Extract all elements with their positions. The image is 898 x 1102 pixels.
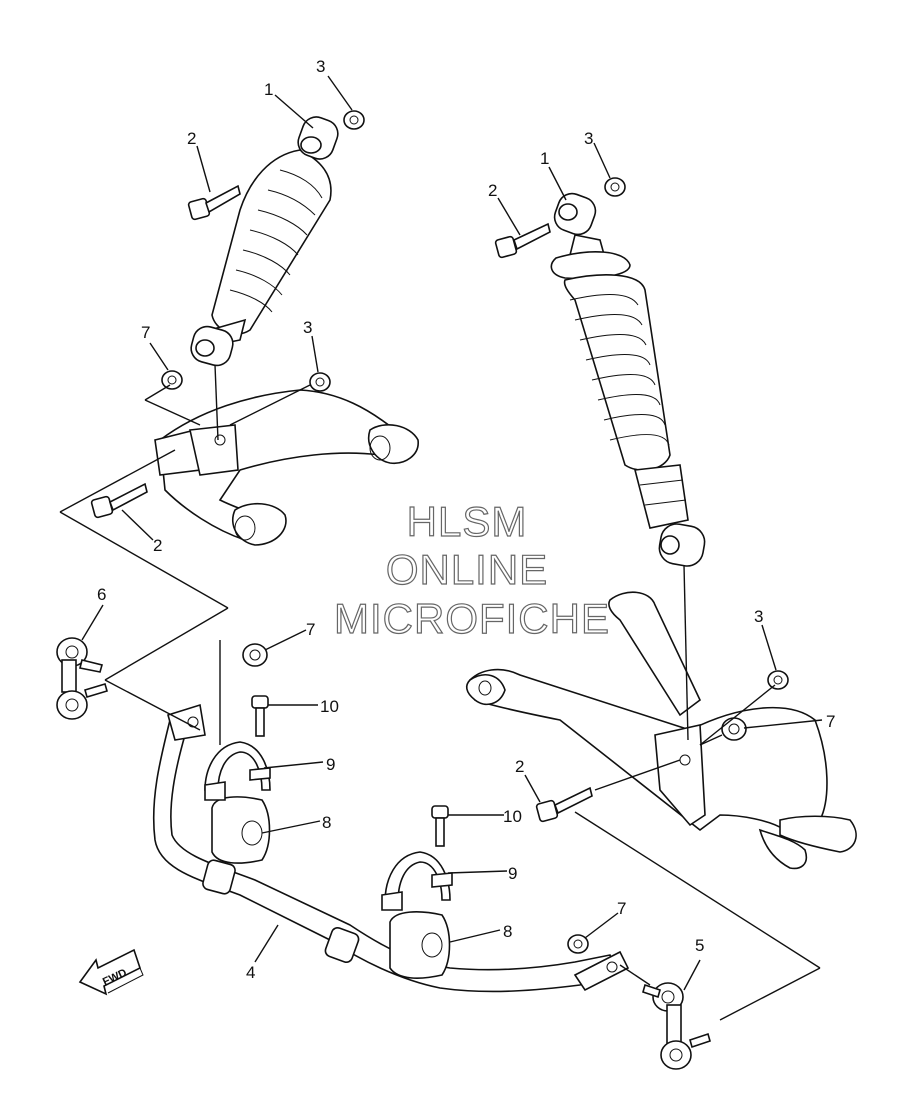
stabilizer-link-left xyxy=(56,637,108,720)
right-shock-upper-nut xyxy=(604,177,626,197)
stabilizer-link-right xyxy=(642,982,711,1070)
left-shock-upper-bolt xyxy=(187,184,241,221)
watermark-line-2: ONLINE xyxy=(386,546,548,593)
stabilizer-nut-right xyxy=(567,934,589,954)
bracket-bolt-right xyxy=(431,805,449,847)
right-arm-nut-3 xyxy=(767,670,789,690)
leader-lines xyxy=(81,75,823,991)
callout-5: 5 xyxy=(695,936,704,955)
callout-10: 10 xyxy=(503,807,522,826)
callout-4: 4 xyxy=(246,963,255,982)
callout-10: 10 xyxy=(320,697,339,716)
callout-6: 6 xyxy=(97,585,106,604)
bracket-left xyxy=(204,741,271,801)
callout-2: 2 xyxy=(153,536,162,555)
callout-8: 8 xyxy=(503,922,512,941)
right-upper-a-arm xyxy=(465,591,857,870)
callout-3: 3 xyxy=(303,318,312,337)
callout-2: 2 xyxy=(488,181,497,200)
right-shock-absorber xyxy=(550,192,706,567)
left-upper-a-arm xyxy=(154,389,419,546)
watermark-line-1: HLSM xyxy=(407,498,528,545)
left-arm-nut-3 xyxy=(309,372,331,392)
stabilizer-nut-left xyxy=(242,643,268,667)
callout-2: 2 xyxy=(187,129,196,148)
right-arm-bolt xyxy=(535,786,593,823)
callout-3: 3 xyxy=(316,57,325,76)
callout-7: 7 xyxy=(141,323,150,342)
left-shock-upper-nut xyxy=(343,110,365,130)
left-arm-nut-7 xyxy=(161,370,183,390)
bracket-bolt-left xyxy=(251,695,269,737)
callout-7: 7 xyxy=(617,899,626,918)
bracket-right xyxy=(381,851,453,911)
right-shock-upper-bolt xyxy=(494,222,551,259)
callout-7: 7 xyxy=(826,712,835,731)
left-shock-absorber xyxy=(190,116,339,367)
callout-2: 2 xyxy=(515,757,524,776)
callout-3: 3 xyxy=(584,129,593,148)
right-arm-nut-7 xyxy=(721,717,747,741)
callout-9: 9 xyxy=(508,864,517,883)
bushing-right xyxy=(389,911,451,979)
fwd-arrow-icon: FWD xyxy=(78,948,144,996)
callout-3: 3 xyxy=(754,607,763,626)
watermark: HLSM ONLINE MICROFICHE xyxy=(333,497,610,642)
callout-7: 7 xyxy=(306,620,315,639)
left-arm-bolt xyxy=(90,482,148,519)
watermark-line-3: MICROFICHE xyxy=(334,595,610,642)
bushing-left xyxy=(211,796,271,864)
callout-8: 8 xyxy=(322,813,331,832)
callout-9: 9 xyxy=(326,755,335,774)
callout-1: 1 xyxy=(540,149,549,168)
callout-1: 1 xyxy=(264,80,273,99)
